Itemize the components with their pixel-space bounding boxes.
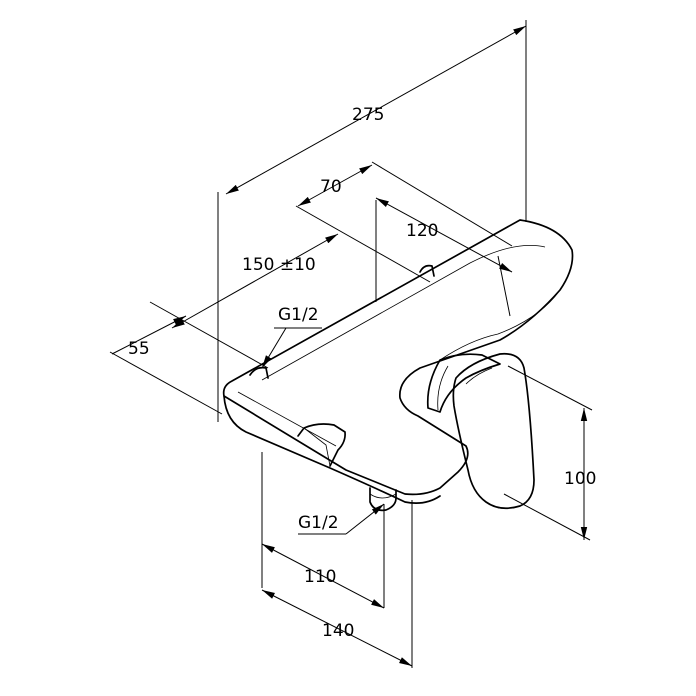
dimension-labels: 275 70 120 150 ±10 55 G1/2 100 G1/2 110 … — [128, 105, 596, 641]
label-140: 140 — [322, 621, 354, 641]
label-110: 110 — [304, 567, 336, 587]
dim-line-275 — [225, 25, 527, 195]
label-150: 150 ±10 — [242, 255, 316, 275]
body-top-outline — [222, 219, 574, 496]
label-100: 100 — [564, 469, 596, 489]
dim-line-70 — [297, 164, 373, 207]
body-highlight — [237, 391, 337, 447]
label-275: 275 — [352, 105, 384, 125]
bottom-inlet-ring — [369, 493, 397, 499]
label-thread-bottom: G1/2 — [298, 513, 339, 533]
handle-lever-edge — [465, 367, 493, 385]
spout-notch — [297, 423, 346, 467]
dim-line-55 — [111, 315, 187, 355]
spout-notch-inner — [303, 427, 331, 467]
mixer-handle — [426, 352, 535, 510]
dimension-lines — [111, 25, 588, 667]
extension-lines — [109, 20, 593, 668]
body-front-edge — [223, 395, 441, 504]
label-70: 70 — [320, 177, 342, 197]
handle-collar-ring — [437, 365, 449, 411]
dim-line-150 — [171, 233, 339, 329]
dim-line-120 — [375, 197, 513, 273]
label-55: 55 — [128, 339, 150, 359]
label-thread-top: G1/2 — [278, 305, 319, 325]
handle-lever — [452, 352, 535, 510]
label-120: 120 — [406, 221, 438, 241]
handle-collar — [426, 353, 501, 413]
body-right-curve — [439, 289, 561, 361]
dim-line-140 — [261, 589, 413, 667]
